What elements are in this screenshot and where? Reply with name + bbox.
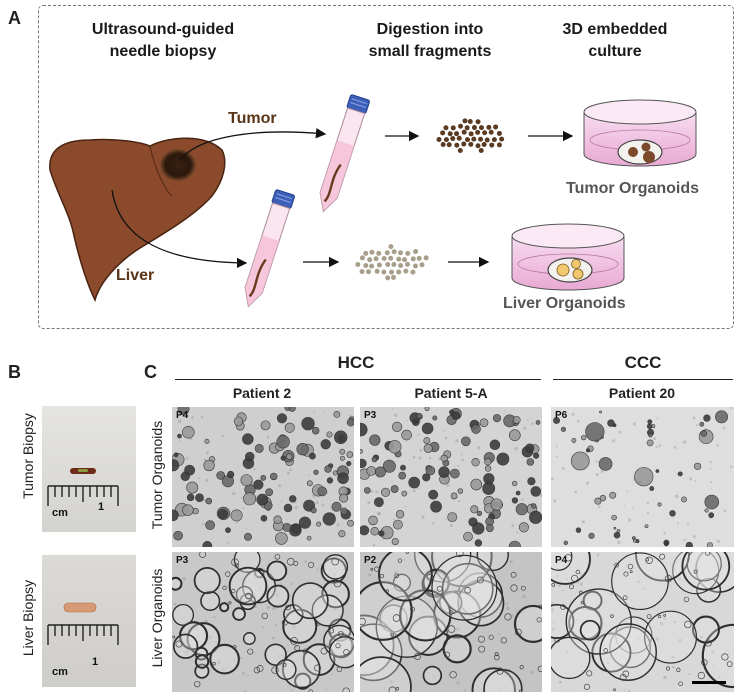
passage-label: P4 [555,555,568,566]
tumor-biopsy-photo: cm 1 [42,406,136,532]
liver-biopsy-photo: cm 1 [42,555,136,687]
tumor-biopsy-ruler: cm 1 [47,468,119,519]
liver-path-arrow [111,189,248,269]
panel-b-letter: B [8,362,21,382]
workflow-diagram [49,94,697,308]
tumor-label: Tumor [228,110,277,127]
group-ccc: CCC [624,353,662,372]
passage-label: P2 [364,555,377,566]
patient-2-header: Patient 2 [232,385,292,401]
tumor-ruler-unit: cm [52,507,68,519]
passage-label: P4 [176,410,189,421]
liver-organoids-label: Liver Organoids [503,295,626,312]
panel-a-letter: A [8,8,21,28]
liver-fragments [355,244,429,281]
passage-label: P3 [176,555,189,566]
row-label-tumor-organoids: Tumor Organoids [149,420,165,530]
micrograph-tumor-patient-20: P6 [551,407,734,547]
tumor-path-arrow [179,127,327,161]
liver-ruler-unit: cm [52,666,68,678]
panel-a-frame [38,5,734,329]
tumor-tube [319,94,370,213]
tumor-biopsy-label: Tumor Biopsy [20,413,36,499]
row-label-liver-organoids: Liver Organoids [149,568,165,668]
tumor-organoids-label: Tumor Organoids [566,180,700,197]
tumor-spot [160,149,196,181]
liver-label: Liver [116,267,155,284]
micrograph-tumor-patient-5a: P3 [360,407,542,547]
tumor-ruler-mark: 1 [98,501,104,513]
liver-ruler-mark: 1 [92,656,98,668]
passage-label: P3 [364,410,377,421]
micrograph-liver-patient-2: P3 [172,552,354,692]
group-hcc: HCC [337,353,375,372]
liver-biopsy-label: Liver Biopsy [20,579,36,657]
micrograph-liver-patient-20: P4 [551,552,734,692]
hcc-underline [175,379,541,380]
liver-biopsy-ruler: cm 1 [47,602,119,678]
liver-dish [511,223,625,291]
patient-5a-header: Patient 5-A [414,385,488,401]
micrograph-liver-patient-5a: P2 [360,552,542,692]
tumor-fragments [436,118,505,154]
micrograph-tumor-patient-2: P4 [172,407,354,547]
liver-tube [244,189,295,308]
patient-20-header: Patient 20 [608,385,676,401]
passage-label: P6 [555,410,568,421]
tumor-dish [583,99,697,167]
panel-c-letter: C [144,362,157,382]
scale-bar [692,681,726,684]
ccc-underline [553,379,733,380]
